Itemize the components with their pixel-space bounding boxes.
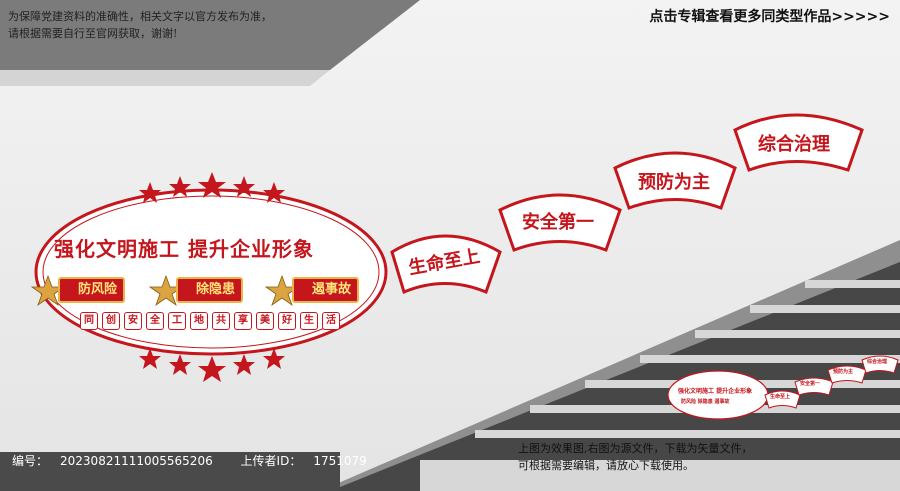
preview-oval xyxy=(667,370,769,420)
banner-title: 强化文明施工 提升企业形象 xyxy=(54,237,314,261)
preview-fan-label-3: 预防为主 xyxy=(833,369,854,375)
meta-bar: 编号： 20230821111005565206 上传者ID： 1751079 xyxy=(12,452,391,469)
id-group: 编号： 20230821111005565206 xyxy=(12,454,225,468)
id-label: 编号： xyxy=(12,454,49,468)
fan-1 xyxy=(390,234,502,295)
star-row-top xyxy=(139,172,285,203)
footer-note: 上图为效果图,右图为源文件，下载为矢量文件， 可根据需要编辑，请放心下载使用。 xyxy=(518,440,818,474)
uploader-value: 1751079 xyxy=(313,454,367,468)
fan-3 xyxy=(613,151,737,210)
preview-badge: 除隐患 xyxy=(697,399,713,405)
preview-badge: 遏事故 xyxy=(714,399,730,405)
preview-fan-label-1: 生命至上 xyxy=(770,394,791,400)
fan-2 xyxy=(498,193,622,252)
preview-fan-4 xyxy=(861,355,899,374)
preview-fan-1 xyxy=(764,390,801,409)
slogan-char: 创 xyxy=(102,312,120,330)
badge-risk: 防风险 xyxy=(58,277,126,303)
slogan-row: 同 创 安 全 工 地 共 享 美 好 生 活 xyxy=(80,312,340,332)
top-band-shadow xyxy=(0,70,330,86)
slogan-char: 安 xyxy=(124,312,142,330)
slogan-char: 工 xyxy=(168,312,186,330)
notice: 为保障党建资料的准确性，相关文字以官方发布为准， 请根据需要自行至官网获取，谢谢… xyxy=(8,8,338,42)
preview-fan-2 xyxy=(794,377,834,396)
badge-hazard: 除隐患 xyxy=(176,277,244,303)
footer-band xyxy=(0,452,340,491)
slogan-char: 享 xyxy=(234,312,252,330)
fan-label-4: 综合治理 xyxy=(758,134,830,155)
star-row-bottom xyxy=(139,348,285,382)
slogan-char: 同 xyxy=(80,312,98,330)
id-value: 20230821111005565206 xyxy=(60,454,213,468)
footer-note-line-2: 可根据需要编辑，请放心下载使用。 xyxy=(518,459,694,472)
main-oval-inner xyxy=(42,195,380,349)
slogan-char: 活 xyxy=(322,312,340,330)
slogan-char: 美 xyxy=(256,312,274,330)
top-band xyxy=(0,0,420,70)
preview-badge: 防风险 xyxy=(681,399,697,405)
uploader-group: 上传者ID： 1751079 xyxy=(241,454,379,468)
notice-line-2: 请根据需要自行至官网获取，谢谢! xyxy=(8,27,178,40)
preview-fan-label-4: 综合治理 xyxy=(867,359,888,365)
badge-accident: 遏事故 xyxy=(292,277,360,303)
preview-title: 强化文明施工 提升企业形象 xyxy=(678,388,753,395)
preview-fan-3 xyxy=(827,365,867,384)
footer-note-line-1: 上图为效果图,右图为源文件，下载为矢量文件， xyxy=(518,442,753,455)
fan-4 xyxy=(733,113,864,172)
slogan-char: 生 xyxy=(300,312,318,330)
slogan-char: 地 xyxy=(190,312,208,330)
uploader-label: 上传者ID： xyxy=(240,454,302,468)
slogan-char: 全 xyxy=(146,312,164,330)
slogan-char: 共 xyxy=(212,312,230,330)
fan-label-2: 安全第一 xyxy=(522,212,594,233)
preview-badges: 防风险 除隐患 遏事故 xyxy=(681,398,730,405)
preview-fan-label-2: 安全第一 xyxy=(800,381,821,387)
notice-line-1: 为保障党建资料的准确性，相关文字以官方发布为准， xyxy=(8,10,272,23)
album-link[interactable]: 点击专辑查看更多同类型作品>>>>> xyxy=(649,9,890,25)
fan-label-3: 预防为主 xyxy=(638,172,710,193)
slogan-char: 好 xyxy=(278,312,296,330)
